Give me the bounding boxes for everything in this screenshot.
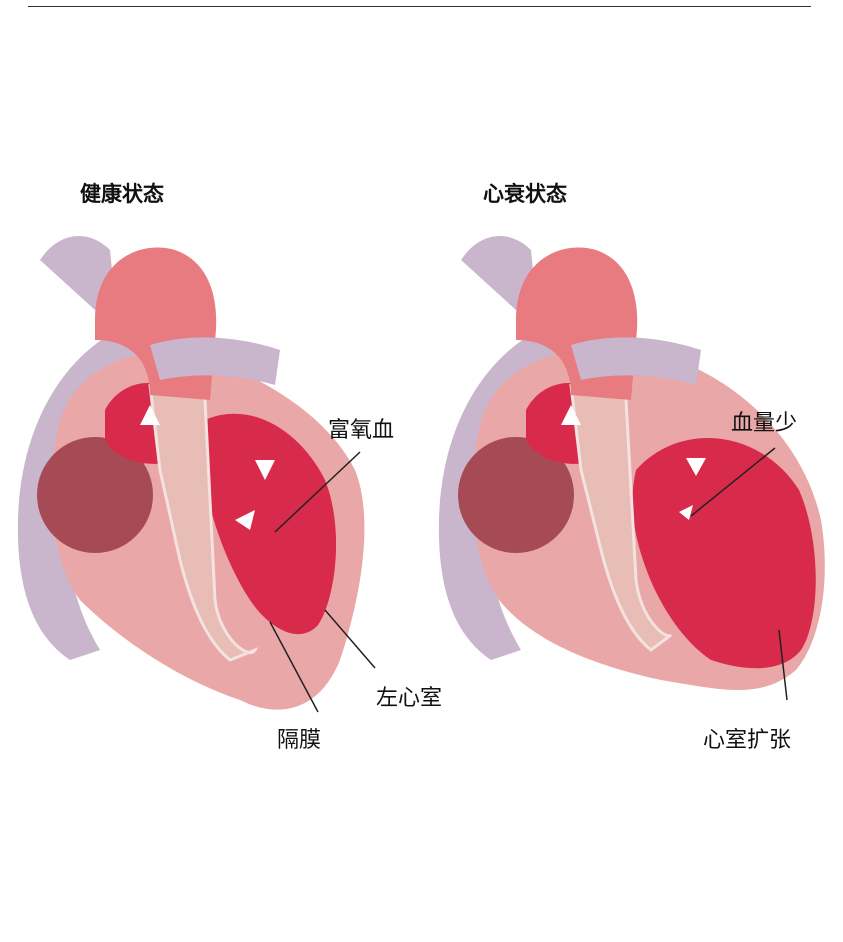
label-oxygenated-blood: 富氧血 [328,412,394,444]
healthy-heart-panel: 健康状态 富氧血 左心室 隔膜 [0,0,420,942]
failure-heart-panel: 心衰状态 血量少 心室扩张 [421,0,843,942]
healthy-heart-illustration [0,0,420,942]
label-ventricle-dilation: 心室扩张 [703,722,791,754]
label-septum: 隔膜 [277,722,321,754]
failure-heart-illustration [421,0,843,942]
label-less-blood: 血量少 [731,405,797,437]
